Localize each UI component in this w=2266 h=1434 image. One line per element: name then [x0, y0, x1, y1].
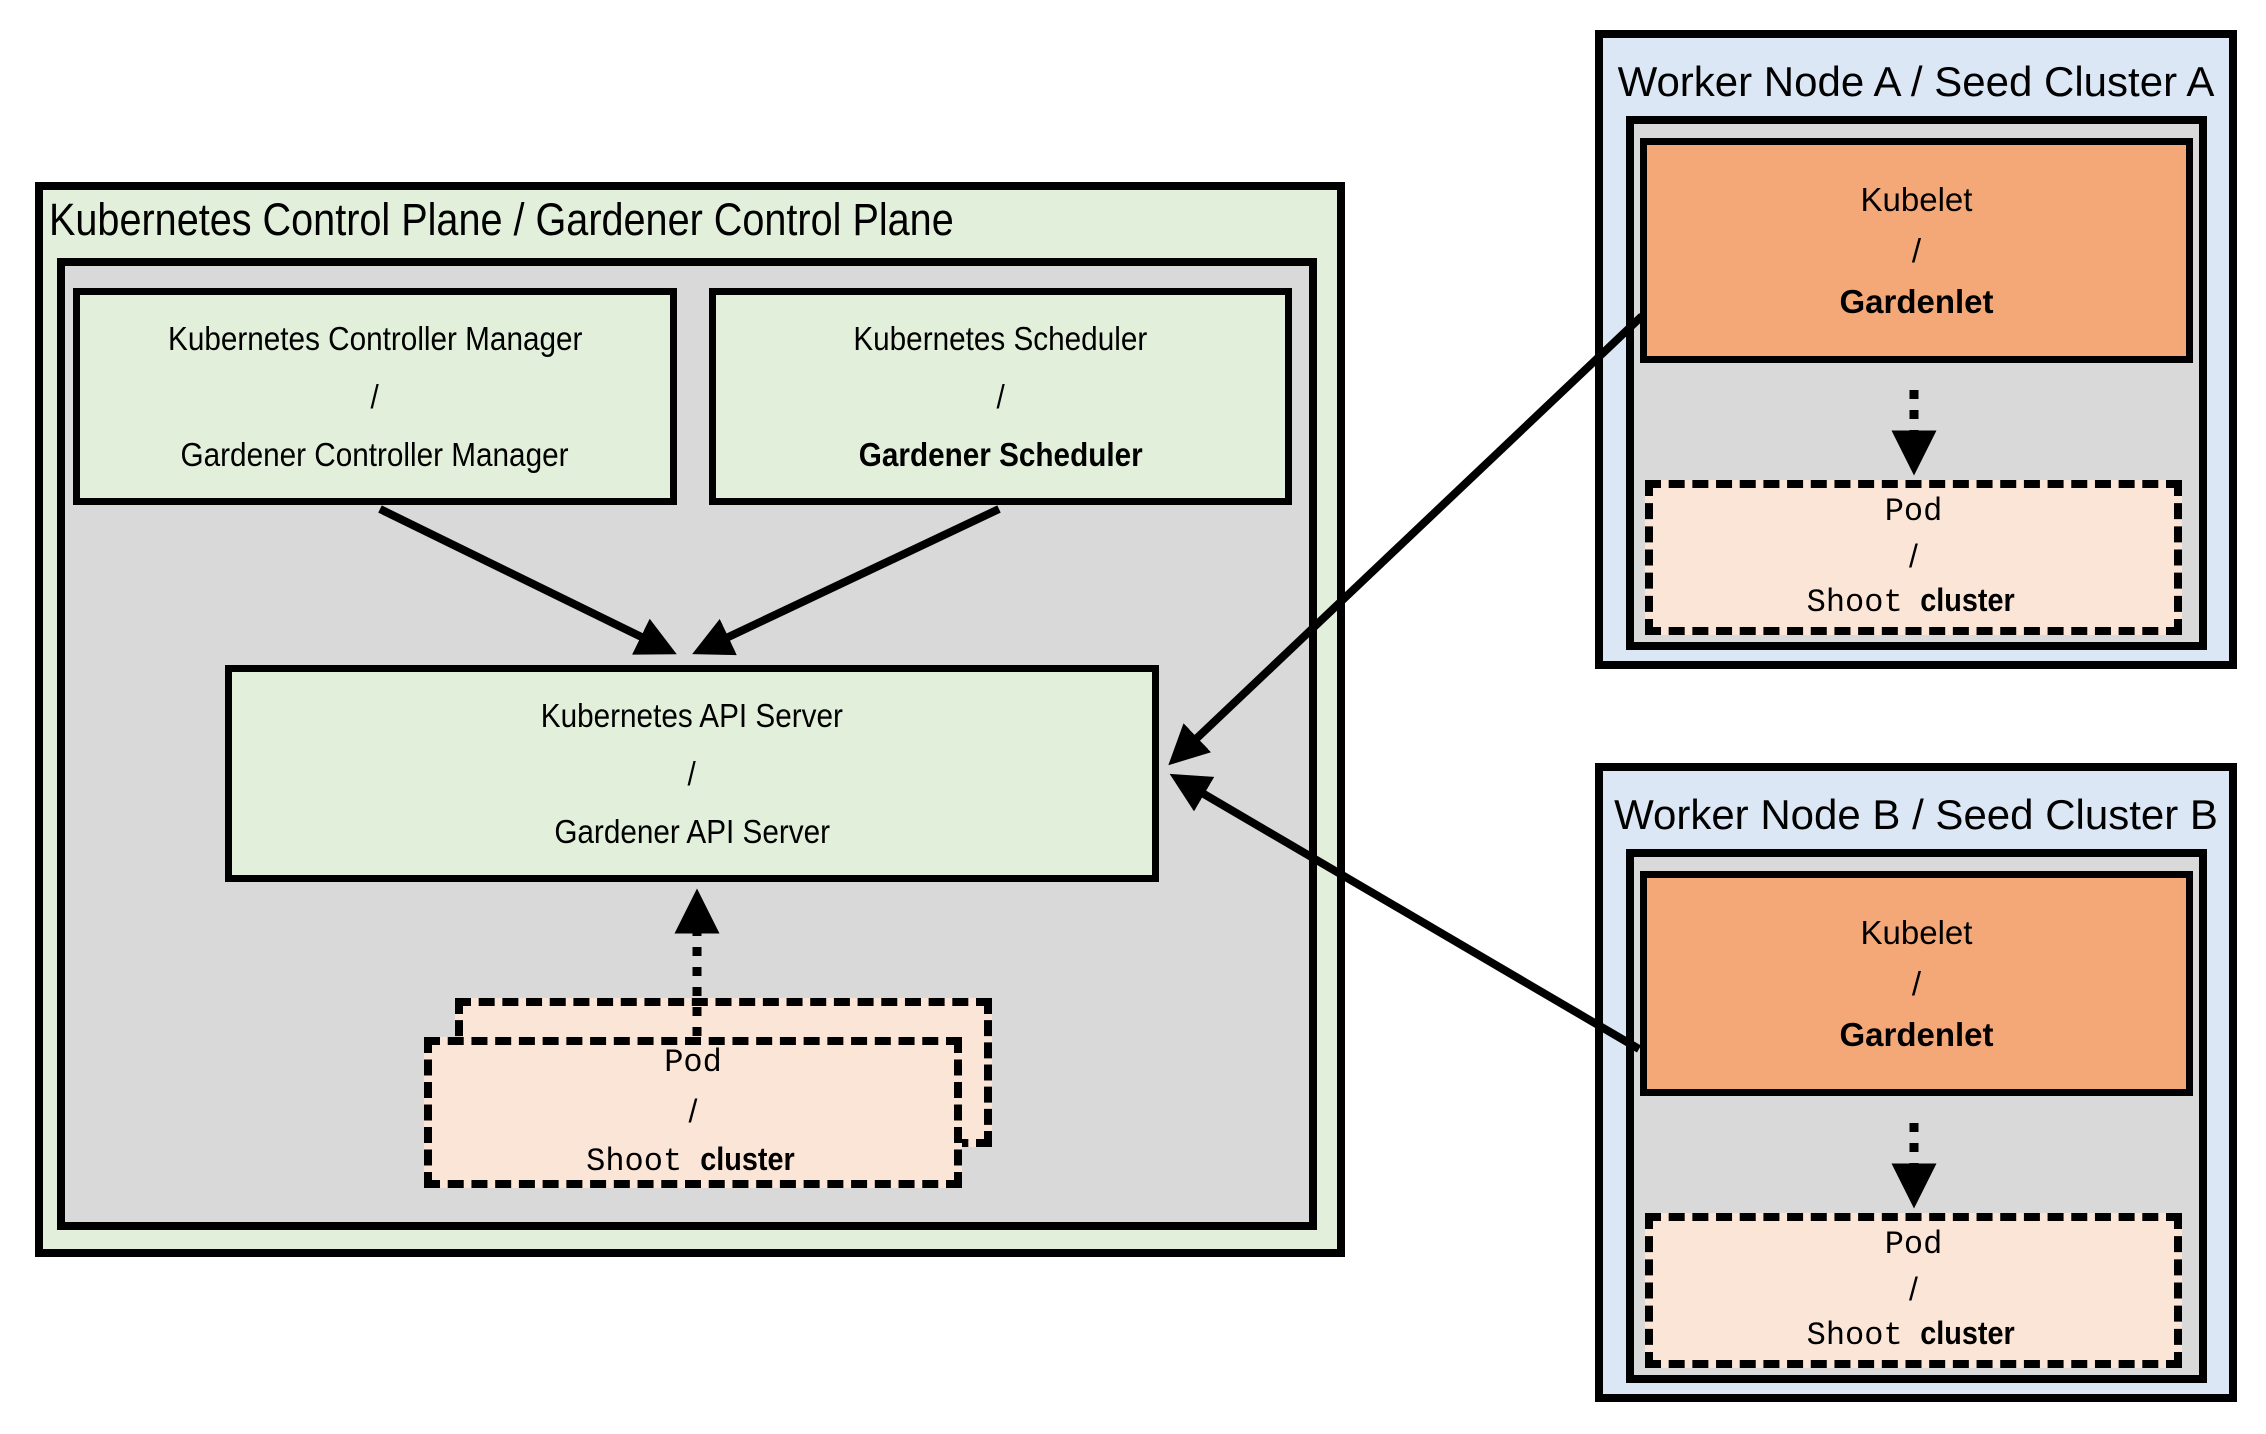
- kubelet-b-label-top: Kubelet: [1860, 914, 1973, 951]
- scheduler-box: Kubernetes Scheduler / Gardener Schedule…: [709, 288, 1292, 505]
- pod-shoot-a-label-shoot: Shoot: [1806, 584, 1903, 621]
- controller-manager-box: Kubernetes Controller Manager / Gardener…: [73, 288, 677, 505]
- scheduler-label-separator: /: [996, 377, 1005, 415]
- pod-shoot-b-label-top: Pod: [1884, 1226, 1943, 1263]
- controller-manager-label-bottom: Gardener Controller Manager: [181, 435, 569, 473]
- pod-shoot-b-label-bottom: Shoot cluster: [1807, 1311, 2021, 1358]
- control-plane-inner-area: Kubernetes Controller Manager / Gardener…: [57, 258, 1317, 1230]
- pod-shoot-b-label: Pod / Shoot cluster: [1653, 1221, 2174, 1360]
- scheduler-label-top: Kubernetes Scheduler: [853, 319, 1148, 357]
- controller-manager-label: Kubernetes Controller Manager / Gardener…: [80, 295, 670, 498]
- worker-node-b-inner-area: Kubelet / Gardenlet Pod / Shoot cluster: [1626, 849, 2207, 1383]
- api-server-label-separator: /: [687, 754, 697, 792]
- kubelet-b-label-separator: /: [1911, 965, 1922, 1002]
- kubelet-a-label-top: Kubelet: [1860, 181, 1973, 218]
- scheduler-label-bottom: Gardener Scheduler: [858, 435, 1143, 473]
- pod-shoot-a-label: Pod / Shoot cluster: [1653, 488, 2174, 627]
- pod-shoot-label-top: Pod: [664, 1044, 722, 1081]
- worker-node-a-panel: Worker Node A / Seed Cluster A Kubelet /…: [1595, 30, 2237, 669]
- kubelet-a-label-bottom: Gardenlet: [1839, 283, 1994, 320]
- pod-shoot-label: Pod / Shoot cluster: [432, 1044, 954, 1180]
- worker-node-a-title: Worker Node A / Seed Cluster A: [1617, 58, 2215, 105]
- controller-manager-label-top: Kubernetes Controller Manager: [167, 319, 583, 357]
- worker-node-a-inner-area: Kubelet / Gardenlet Pod / Shoot cluster: [1626, 116, 2207, 650]
- pod-shoot-a-label-cluster: cluster: [1920, 582, 2016, 618]
- pod-shoot-a-label-bottom: Shoot cluster: [1807, 578, 2021, 625]
- scheduler-label: Kubernetes Scheduler / Gardener Schedule…: [716, 295, 1285, 498]
- pod-shoot-a-label-separator: /: [1909, 538, 1918, 574]
- api-server-label-top: Kubernetes API Server: [540, 696, 844, 734]
- control-plane-title: Kubernetes Control Plane / Gardener Cont…: [49, 194, 954, 245]
- pod-shoot-box-a: Pod / Shoot cluster: [1645, 480, 2182, 635]
- worker-node-b-panel: Worker Node B / Seed Cluster B Kubelet /…: [1595, 763, 2237, 1402]
- kubelet-b-label-bottom: Gardenlet: [1839, 1016, 1994, 1053]
- control-plane-panel: Kubernetes Control Plane / Gardener Cont…: [35, 182, 1345, 1257]
- pod-shoot-box: Pod / Shoot cluster: [424, 1037, 962, 1188]
- worker-node-b-title: Worker Node B / Seed Cluster B: [1614, 791, 2218, 838]
- kubelet-b-label: Kubelet / Gardenlet: [1647, 878, 2186, 1089]
- api-server-box: Kubernetes API Server / Gardener API Ser…: [225, 665, 1159, 882]
- kubelet-box-a: Kubelet / Gardenlet: [1640, 138, 2193, 363]
- pod-shoot-label-shoot: Shoot: [586, 1143, 683, 1180]
- pod-shoot-label-bottom: Shoot cluster: [586, 1135, 800, 1186]
- controller-manager-label-separator: /: [370, 377, 380, 415]
- api-server-label: Kubernetes API Server / Gardener API Ser…: [232, 672, 1152, 875]
- pod-shoot-label-cluster: cluster: [700, 1141, 795, 1177]
- kubelet-a-label: Kubelet / Gardenlet: [1647, 145, 2186, 356]
- kubelet-a-label-separator: /: [1911, 232, 1922, 269]
- kubelet-box-b: Kubelet / Gardenlet: [1640, 871, 2193, 1096]
- pod-shoot-label-separator: /: [688, 1093, 698, 1129]
- pod-shoot-a-label-top: Pod: [1884, 493, 1943, 530]
- pod-shoot-box-b: Pod / Shoot cluster: [1645, 1213, 2182, 1368]
- api-server-label-bottom: Gardener API Server: [554, 812, 830, 850]
- pod-shoot-b-label-cluster: cluster: [1920, 1315, 2016, 1351]
- pod-shoot-b-label-separator: /: [1909, 1271, 1918, 1307]
- pod-shoot-b-label-shoot: Shoot: [1806, 1317, 1903, 1354]
